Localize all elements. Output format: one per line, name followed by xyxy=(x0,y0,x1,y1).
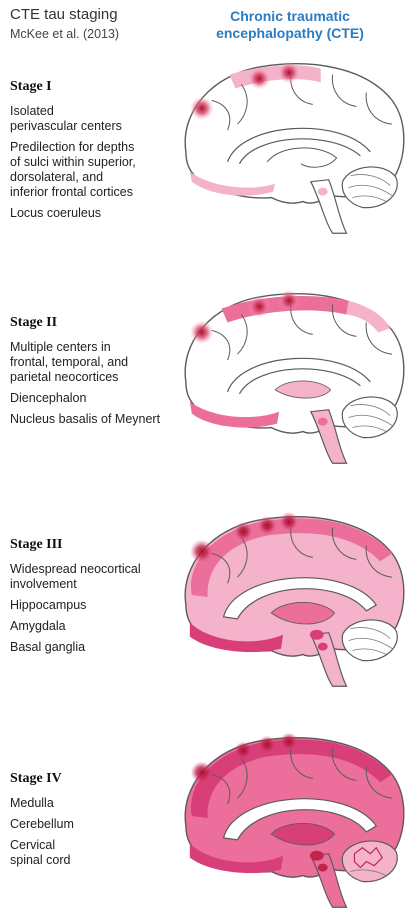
tau-focus xyxy=(280,733,298,751)
stage-2-item-2: Diencephalon xyxy=(10,391,185,406)
stage-2-title: Stage II xyxy=(10,315,185,331)
stage-2-brain-diagram xyxy=(172,282,410,467)
stage-3-brain-diagram xyxy=(172,505,410,690)
tau-focus xyxy=(278,290,300,312)
stage-1-brain-diagram xyxy=(172,52,410,237)
tau-focus xyxy=(233,522,253,542)
stage-3-item-2: Hippocampus xyxy=(10,598,185,613)
tau-focus xyxy=(279,512,299,532)
stage-1-item-3: Locus coeruleus xyxy=(10,206,185,221)
tau-focus xyxy=(190,539,214,563)
tau-focus xyxy=(278,62,300,84)
tau-focus xyxy=(190,96,214,120)
amygdala xyxy=(310,630,324,640)
stage-1-title: Stage I xyxy=(10,79,185,95)
stage-3-title: Stage III xyxy=(10,537,185,553)
tau-focus xyxy=(258,736,276,754)
stage-3-item-3: Amygdala xyxy=(10,619,185,634)
cerebellum xyxy=(342,841,397,882)
stage-2-item-3: Nucleus basalis of Meynert xyxy=(10,412,185,427)
diagram-citation: McKee et al. (2013) xyxy=(10,27,119,41)
tau-focus xyxy=(257,516,277,536)
cte-heading-line1: Chronic traumatic xyxy=(210,8,370,25)
tau-focus xyxy=(190,320,214,344)
stage-4-brain-diagram xyxy=(172,726,410,911)
cte-heading: Chronic traumatic encephalopathy (CTE) xyxy=(210,8,370,42)
stage-4-title: Stage IV xyxy=(10,771,185,787)
stage-3-item-4: Basal ganglia xyxy=(10,640,185,655)
tau-focus xyxy=(234,742,252,760)
tau-focus xyxy=(191,761,213,783)
stage-4-item-1: Medulla xyxy=(10,796,185,811)
locus-coeruleus xyxy=(318,188,328,196)
cte-heading-line2: encephalopathy (CTE) xyxy=(210,25,370,42)
tau-focus xyxy=(248,296,270,318)
stage-4-item-2: Cerebellum xyxy=(10,817,185,832)
diagram-title: CTE tau staging xyxy=(10,6,118,23)
tau-focus xyxy=(248,68,270,90)
